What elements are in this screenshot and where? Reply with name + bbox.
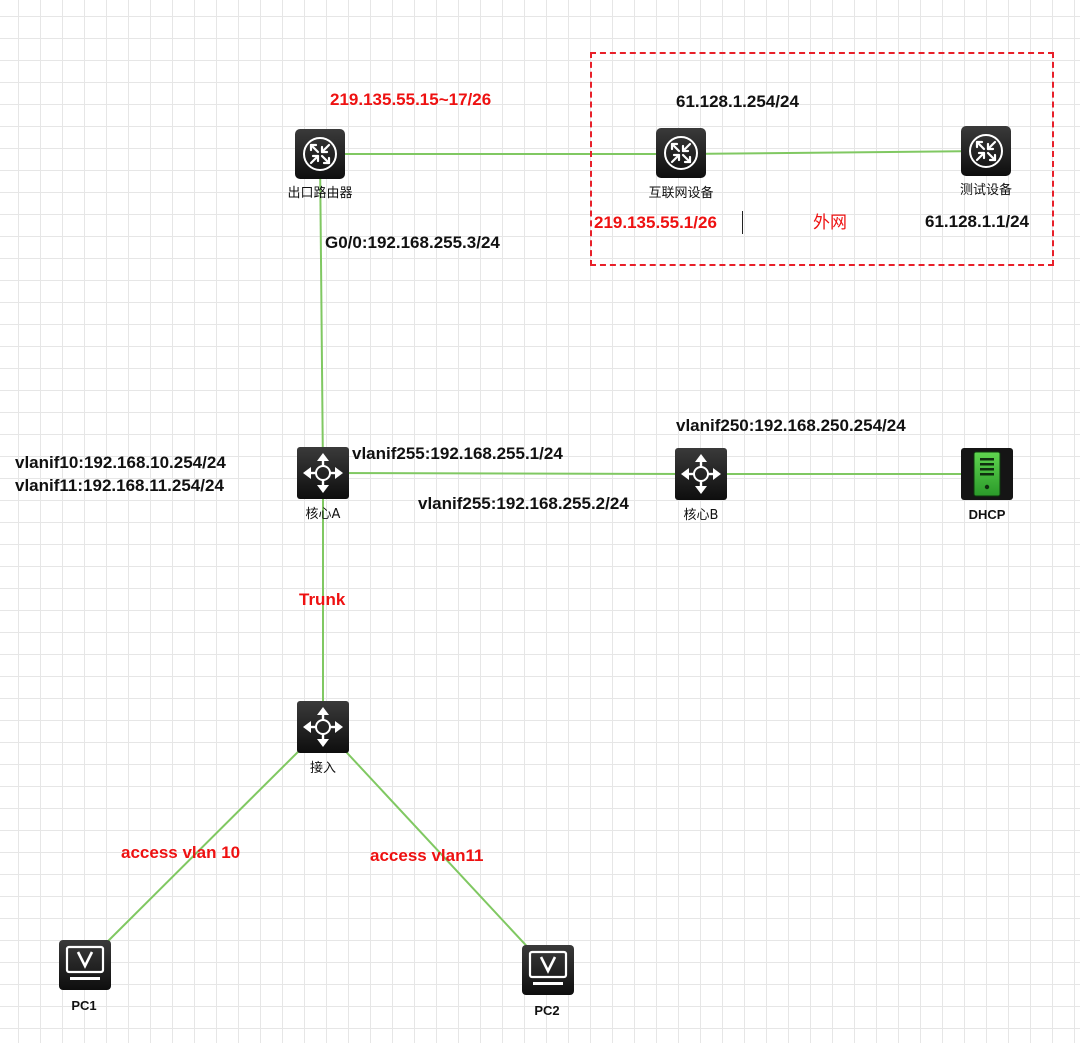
pc1[interactable] bbox=[59, 940, 111, 990]
pc-monitor-icon bbox=[65, 945, 105, 980]
dhcp-name: DHCP bbox=[968, 507, 1006, 522]
exit-g0-ip-label: G0/0:192.168.255.3/24 bbox=[325, 233, 500, 252]
router-icon bbox=[664, 136, 698, 170]
pc-monitor-icon bbox=[528, 950, 568, 985]
test-device[interactable] bbox=[961, 126, 1011, 176]
pc2[interactable] bbox=[522, 945, 574, 995]
dhcp-server[interactable] bbox=[961, 448, 1013, 500]
layer3-switch-icon bbox=[303, 453, 343, 493]
link-internet-test bbox=[680, 150, 987, 155]
links bbox=[84, 150, 987, 970]
internet-test-link-ip-label: 61.128.1.254/24 bbox=[676, 92, 799, 111]
pc1-link-label: access vlan 10 bbox=[121, 843, 241, 862]
exit-router[interactable] bbox=[295, 129, 345, 179]
link-access-pc1 bbox=[84, 726, 324, 965]
text-cursor bbox=[742, 211, 743, 234]
access-switch-name: 接入 bbox=[309, 761, 337, 776]
core-a-name: 核心A bbox=[305, 507, 341, 522]
link-exit-corea bbox=[319, 153, 324, 474]
internet-device[interactable] bbox=[656, 128, 706, 178]
layer3-switch-icon bbox=[303, 707, 343, 747]
layer3-switch-icon bbox=[681, 454, 721, 494]
pc1-name: PC1 bbox=[71, 998, 97, 1013]
core-b-switch[interactable] bbox=[675, 448, 727, 500]
pc2-link-label: access vlan11 bbox=[370, 846, 484, 865]
exit-router-name: 出口路由器 bbox=[287, 186, 353, 201]
core-b-vlanif250-label: vlanif250:192.168.250.254/24 bbox=[676, 416, 906, 435]
access-switch[interactable] bbox=[297, 701, 349, 753]
core-b-vlanif255-label: vlanif255:192.168.255.2/24 bbox=[418, 494, 629, 513]
router-icon bbox=[969, 134, 1003, 168]
external-network-zone bbox=[590, 52, 1054, 266]
exit-public-ip-label: 219.135.55.15~17/26 bbox=[330, 90, 492, 109]
external-network-label: 外网 bbox=[813, 213, 847, 233]
pc2-name: PC2 bbox=[534, 1003, 560, 1018]
core-a-vlanif11-label: vlanif11:192.168.11.254/24 bbox=[15, 476, 224, 495]
internet-public-ip-label: 219.135.55.1/26 bbox=[594, 213, 717, 232]
core-a-vlanif10-label: vlanif10:192.168.10.254/24 bbox=[15, 453, 226, 472]
test-device-name: 测试设备 bbox=[959, 183, 1013, 198]
server-icon bbox=[973, 451, 1001, 497]
link-access-pc2 bbox=[322, 726, 549, 970]
test-ip-label: 61.128.1.1/24 bbox=[925, 212, 1029, 231]
link-corea-coreb bbox=[322, 472, 702, 475]
core-a-switch[interactable] bbox=[297, 447, 349, 499]
router-icon bbox=[303, 137, 337, 171]
core-b-name: 核心B bbox=[683, 508, 719, 523]
internet-device-name: 互联网设备 bbox=[648, 186, 714, 201]
trunk-label: Trunk bbox=[299, 590, 346, 609]
core-a-vlanif255-label: vlanif255:192.168.255.1/24 bbox=[352, 444, 563, 463]
